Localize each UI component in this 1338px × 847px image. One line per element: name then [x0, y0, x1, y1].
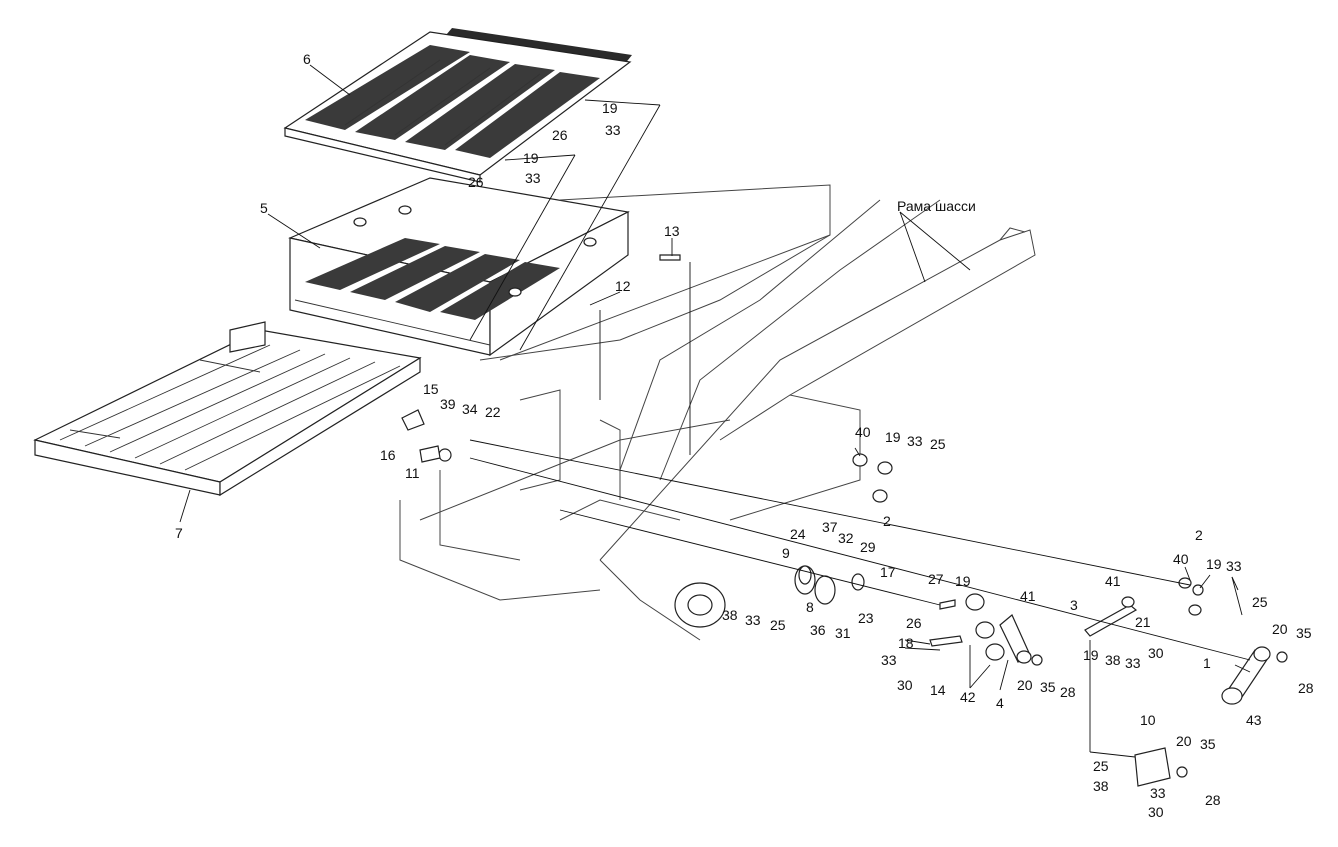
arm-1 [1221, 646, 1271, 705]
label-33c: 33 [907, 433, 923, 449]
label-26a: 26 [552, 127, 568, 143]
label-28a: 28 [1298, 680, 1314, 696]
link-3 [1084, 604, 1138, 637]
label-33h: 33 [1150, 785, 1166, 801]
label-25d: 25 [1093, 758, 1109, 774]
label-9: 9 [782, 545, 790, 561]
label-38a: 38 [1105, 652, 1121, 668]
label-33f: 33 [745, 612, 761, 628]
label-33b: 33 [525, 170, 541, 186]
label-22: 22 [485, 404, 501, 420]
label-15: 15 [423, 381, 439, 397]
label-12: 12 [615, 278, 631, 294]
label-33e: 33 [1125, 655, 1141, 671]
label-28b: 28 [1060, 684, 1076, 700]
label-23: 23 [858, 610, 874, 626]
label-39: 39 [440, 396, 456, 412]
label-32: 32 [838, 530, 854, 546]
part-5-sieve-box [288, 177, 630, 357]
label-34: 34 [462, 401, 478, 417]
label-19b: 19 [523, 150, 539, 166]
label-4: 4 [996, 695, 1004, 711]
part-7-chaffer [33, 321, 422, 497]
label-31: 31 [835, 625, 851, 641]
label-21: 21 [1135, 614, 1151, 630]
label-2b: 2 [1195, 527, 1203, 543]
label-35b: 35 [1040, 679, 1056, 695]
label-20a: 20 [1272, 621, 1288, 637]
label-35a: 35 [1296, 625, 1312, 641]
label-13: 13 [664, 223, 680, 239]
label-35c: 35 [1200, 736, 1216, 752]
label-28c: 28 [1205, 792, 1221, 808]
lever-4 [999, 614, 1032, 664]
label-38b: 38 [722, 607, 738, 623]
pins-and-washers [401, 254, 1288, 778]
label-20b: 20 [1017, 677, 1033, 693]
label-19f: 19 [1083, 647, 1099, 663]
label-38c: 38 [1093, 778, 1109, 794]
label-42: 42 [960, 689, 976, 705]
label-25c: 25 [770, 617, 786, 633]
label-18: 18 [898, 635, 914, 651]
label-26c: 26 [906, 615, 922, 631]
label-36: 36 [810, 622, 826, 638]
label-37: 37 [822, 519, 838, 535]
label-11: 11 [405, 465, 420, 481]
label-40a: 40 [855, 424, 871, 440]
label-41b: 41 [1105, 573, 1121, 589]
label-3: 3 [1070, 597, 1078, 613]
label-10: 10 [1140, 712, 1156, 728]
label-19a: 19 [602, 100, 618, 116]
label-frame: Рама шасси [897, 198, 976, 214]
label-27: 27 [928, 571, 944, 587]
label-20c: 20 [1176, 733, 1192, 749]
label-19d: 19 [955, 573, 971, 589]
leader-lines [179, 64, 1251, 758]
label-19e: 19 [1206, 556, 1222, 572]
label-30b: 30 [897, 677, 913, 693]
label-8: 8 [806, 599, 814, 615]
label-16: 16 [380, 447, 396, 463]
label-33d: 33 [1226, 558, 1242, 574]
label-1: 1 [1203, 655, 1211, 671]
label-14: 14 [930, 682, 946, 698]
label-33a: 33 [605, 122, 621, 138]
part-6-upper-sieve [283, 28, 632, 183]
label-2a: 2 [883, 513, 891, 529]
label-17: 17 [880, 564, 896, 580]
bracket-10 [1134, 747, 1171, 787]
label-30c: 30 [1148, 804, 1164, 820]
label-25a: 25 [930, 436, 946, 452]
label-7: 7 [175, 525, 183, 541]
label-40b: 40 [1173, 551, 1189, 567]
label-19c: 19 [885, 429, 901, 445]
bushings-42 [965, 593, 1005, 661]
label-5: 5 [260, 200, 268, 216]
label-6: 6 [303, 51, 311, 67]
part-labels: Рама шасси 6 5 7 13 12 19 33 26 19 33 26… [175, 51, 1314, 820]
label-30a: 30 [1148, 645, 1164, 661]
label-26b: 26 [468, 174, 484, 190]
label-43: 43 [1246, 712, 1262, 728]
label-24: 24 [790, 526, 806, 542]
label-29: 29 [860, 539, 876, 555]
label-33g: 33 [881, 652, 897, 668]
label-41a: 41 [1020, 588, 1036, 604]
label-25b: 25 [1252, 594, 1268, 610]
